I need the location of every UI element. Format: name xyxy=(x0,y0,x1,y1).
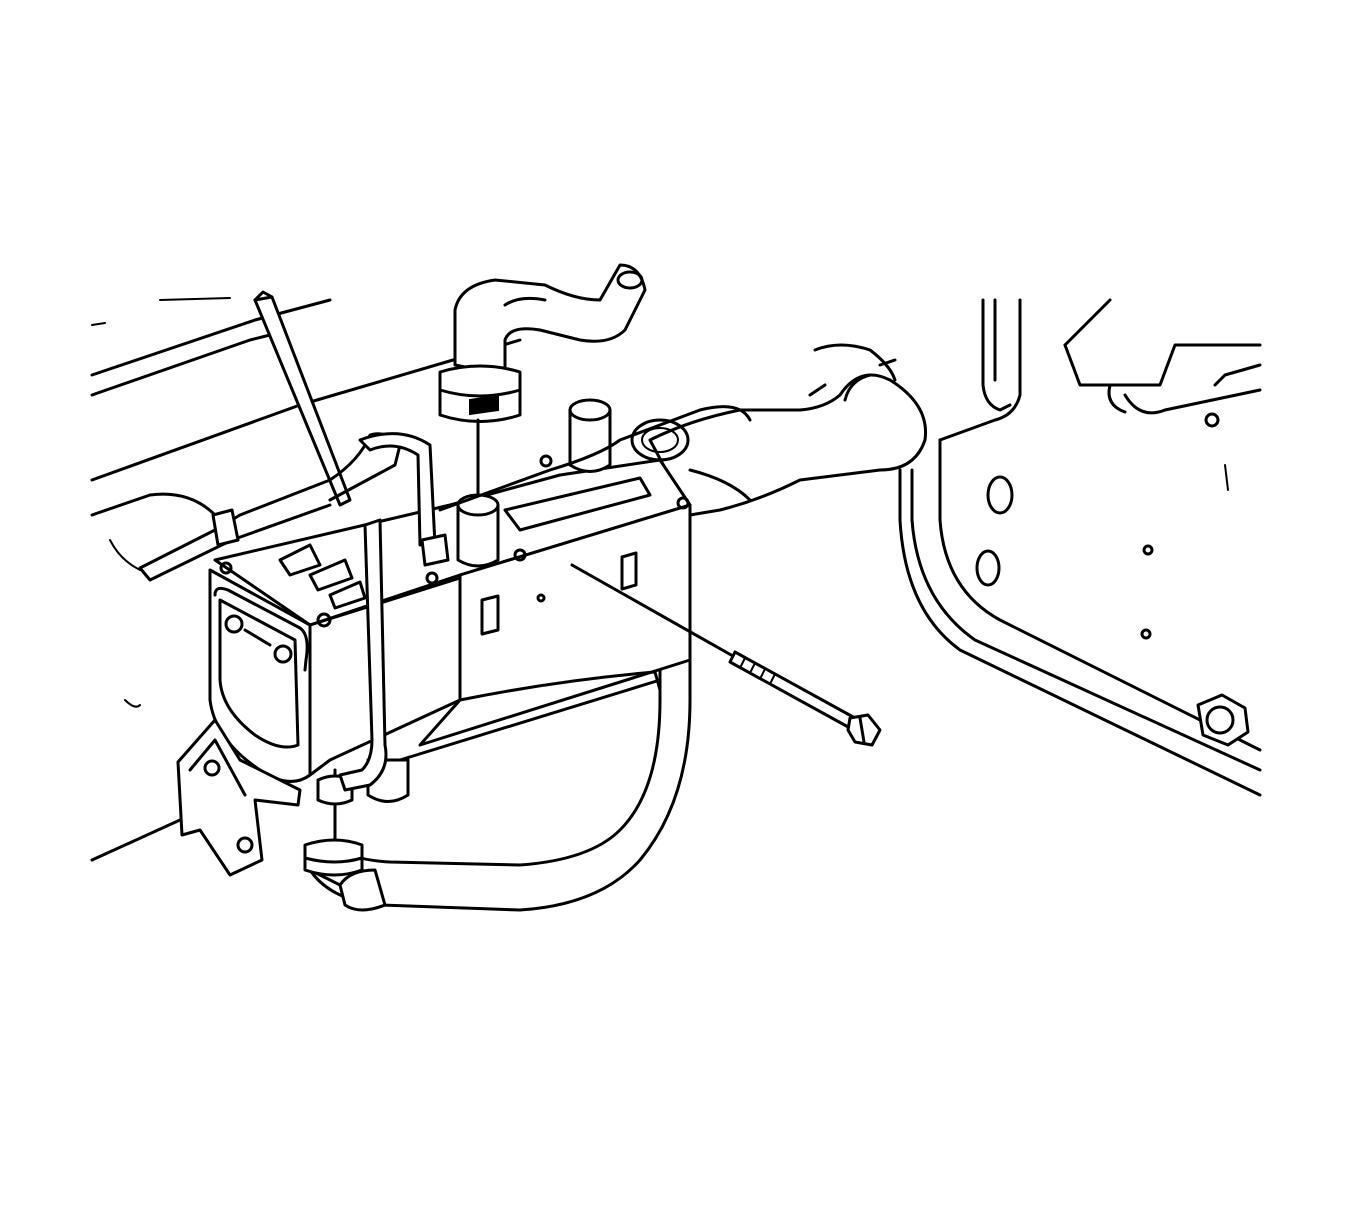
frame-rail-left xyxy=(90,297,522,862)
mounting-bracket xyxy=(176,718,302,877)
mounting-bolt xyxy=(570,563,882,747)
fuel-line xyxy=(138,290,450,792)
frame-rail-right xyxy=(898,298,1262,797)
outlet-hose xyxy=(308,598,692,912)
inlet-hose xyxy=(453,263,647,377)
frame-nut xyxy=(1196,693,1250,747)
heater-unit xyxy=(208,398,752,803)
hose-clamp-upper xyxy=(438,364,522,497)
